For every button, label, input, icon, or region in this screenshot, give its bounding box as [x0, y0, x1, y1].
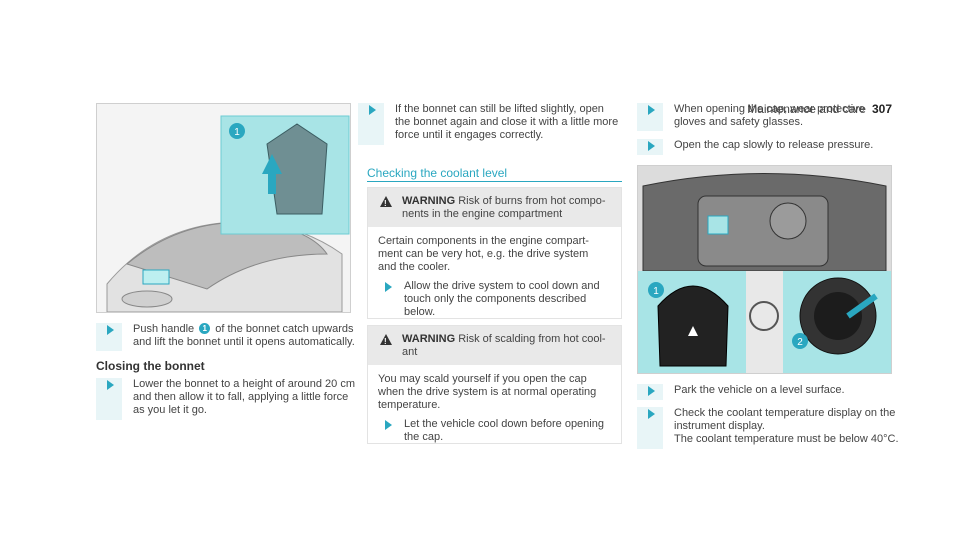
warning-icon [380, 334, 392, 348]
callout-badge: 1 [199, 323, 211, 334]
step-cool-down: Allow the drive system to cool down and … [378, 280, 618, 319]
engine-compartment-illustration: 1 2 [637, 165, 892, 374]
step-check-temperature: Check the coolant temperature display on… [637, 407, 902, 449]
arrow-icon [648, 386, 655, 396]
page-number: 307 [871, 102, 892, 116]
page-header: Maintenance and care 307 [747, 102, 892, 116]
section-divider [367, 181, 622, 182]
step-protective-gear: When opening the cap, wear protective gl… [637, 103, 902, 131]
arrow-icon [369, 105, 376, 115]
arrow-icon [107, 325, 114, 335]
image-callout-1: 1 [234, 127, 240, 138]
section-title: Checking the coolant level [367, 166, 508, 180]
arrow-icon [385, 282, 392, 292]
arrow-icon [107, 380, 114, 390]
step-push-handle: Push handle 1 of the bonnet catch upward… [96, 323, 361, 351]
step-let-cool: Let the vehicle cool down before opening… [378, 418, 618, 444]
engine-callout-2: 2 [797, 337, 803, 348]
section-name: Maintenance and care [747, 102, 866, 116]
step-lower-bonnet: Lower the bonnet to a height of around 2… [96, 378, 361, 420]
step-park-level: Park the vehicle on a level surface. [637, 384, 902, 400]
arrow-icon [648, 141, 655, 151]
warning-box-scalding: WARNING Risk of scalding from hot cool- … [367, 325, 622, 444]
step-open-slowly: Open the cap slowly to release pressure. [637, 139, 902, 155]
closing-title: Closing the bonnet [96, 359, 205, 373]
bonnet-illustration: 1 [96, 103, 351, 313]
warning-box-burns: WARNING Risk of burns from hot compo- ne… [367, 187, 622, 319]
arrow-icon [385, 420, 392, 430]
step-reopen-bonnet: If the bonnet can still be lifted slight… [358, 103, 623, 145]
engine-callout-1: 1 [653, 286, 659, 297]
arrow-icon [648, 105, 655, 115]
arrow-icon [648, 409, 655, 419]
warning-icon [380, 196, 392, 210]
